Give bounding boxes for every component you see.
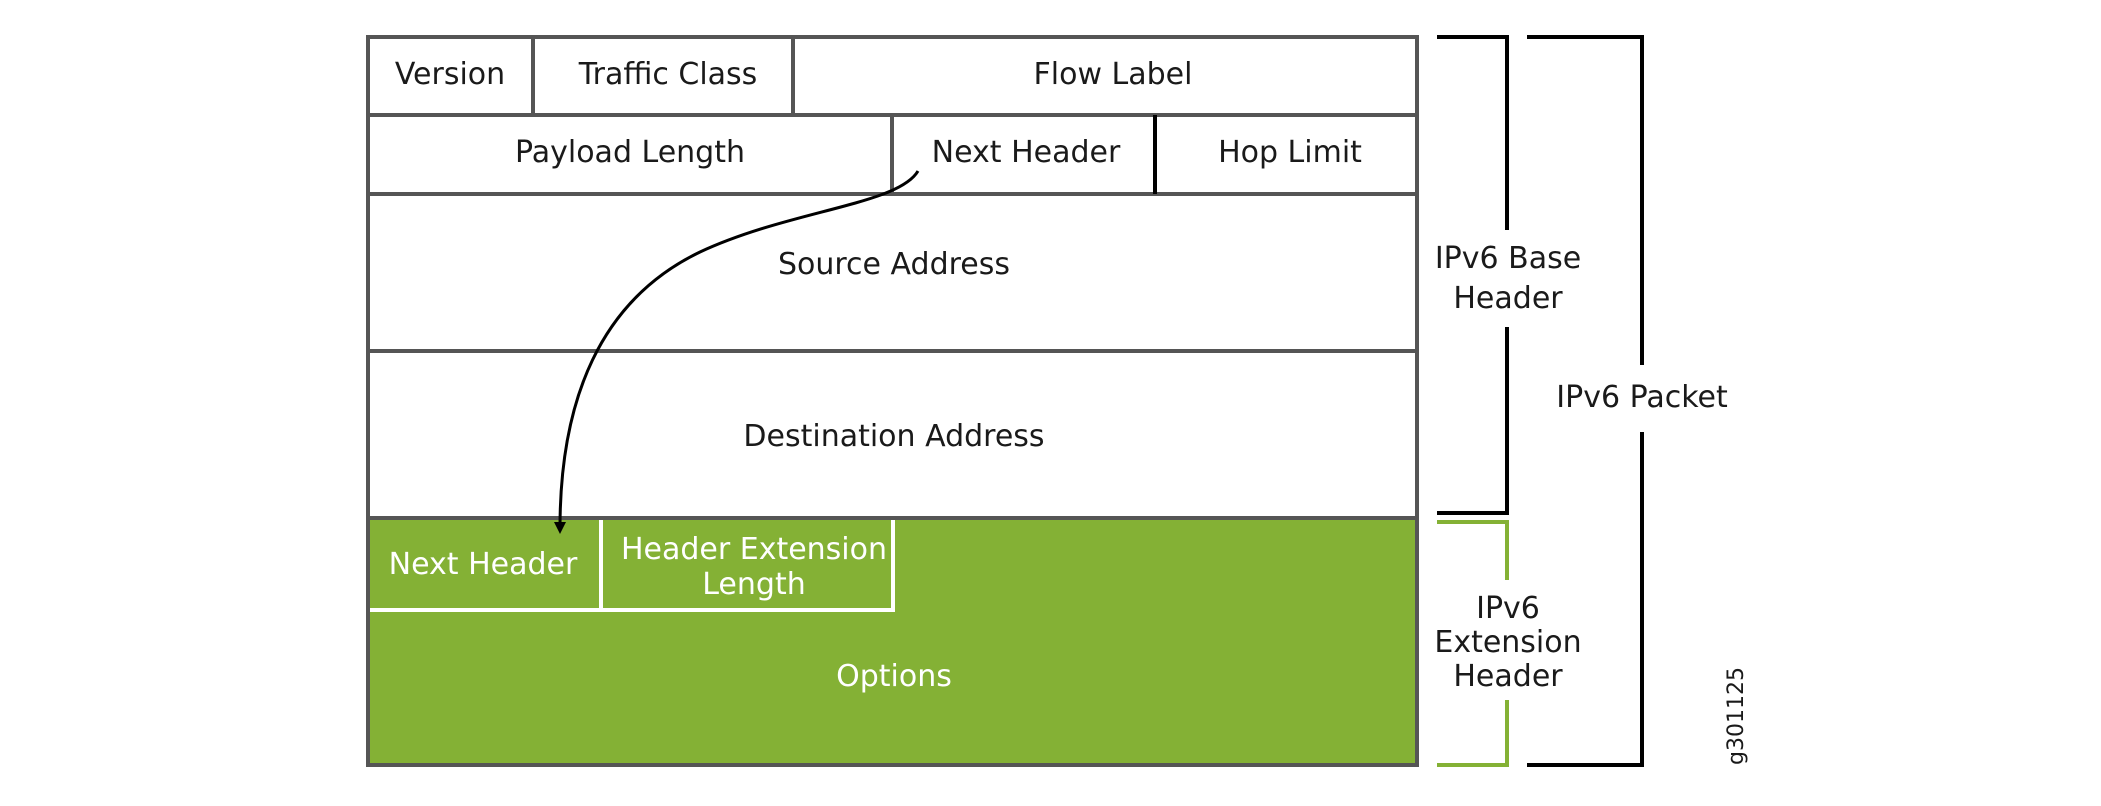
extension-header-bracket-bottom: [1437, 700, 1509, 767]
ext-next-header-label: Next Header: [389, 547, 578, 582]
header-extension-length-line2: Length: [702, 567, 805, 602]
packet-bracket-top: [1527, 35, 1644, 365]
figure-id: g301125: [1724, 667, 1749, 765]
next-header-label: Next Header: [932, 135, 1121, 170]
base-header-bracket-label-line2: Header: [1453, 281, 1563, 316]
hop-limit-label: Hop Limit: [1218, 135, 1362, 170]
options-label: Options: [836, 659, 952, 694]
packet-outline: [366, 35, 1419, 767]
packet-bracket-label: IPv6 Packet: [1556, 380, 1728, 415]
version-label: Version: [395, 57, 505, 92]
source-address-label: Source Address: [778, 247, 1010, 282]
header-extension-length-line1: Header Extension: [621, 532, 887, 567]
flow-label-label: Flow Label: [1034, 57, 1193, 92]
extension-header-bracket-label-line2: Extension: [1434, 625, 1581, 660]
extension-header-bracket-label-line3: Header: [1453, 659, 1563, 694]
traffic-class-label: Traffic Class: [578, 57, 758, 92]
packet-bracket-bottom: [1527, 432, 1644, 767]
extension-header-bracket-top: [1437, 520, 1509, 580]
destination-address-label: Destination Address: [743, 419, 1044, 454]
next-header-arrow: [554, 170, 920, 534]
base-header-bracket-top: [1437, 35, 1509, 230]
base-header-bracket-label-line1: IPv6 Base: [1435, 241, 1581, 276]
base-header-bracket-bottom: [1437, 327, 1509, 515]
extension-header-bracket-label-line1: IPv6: [1476, 591, 1540, 626]
payload-length-label: Payload Length: [515, 135, 745, 170]
